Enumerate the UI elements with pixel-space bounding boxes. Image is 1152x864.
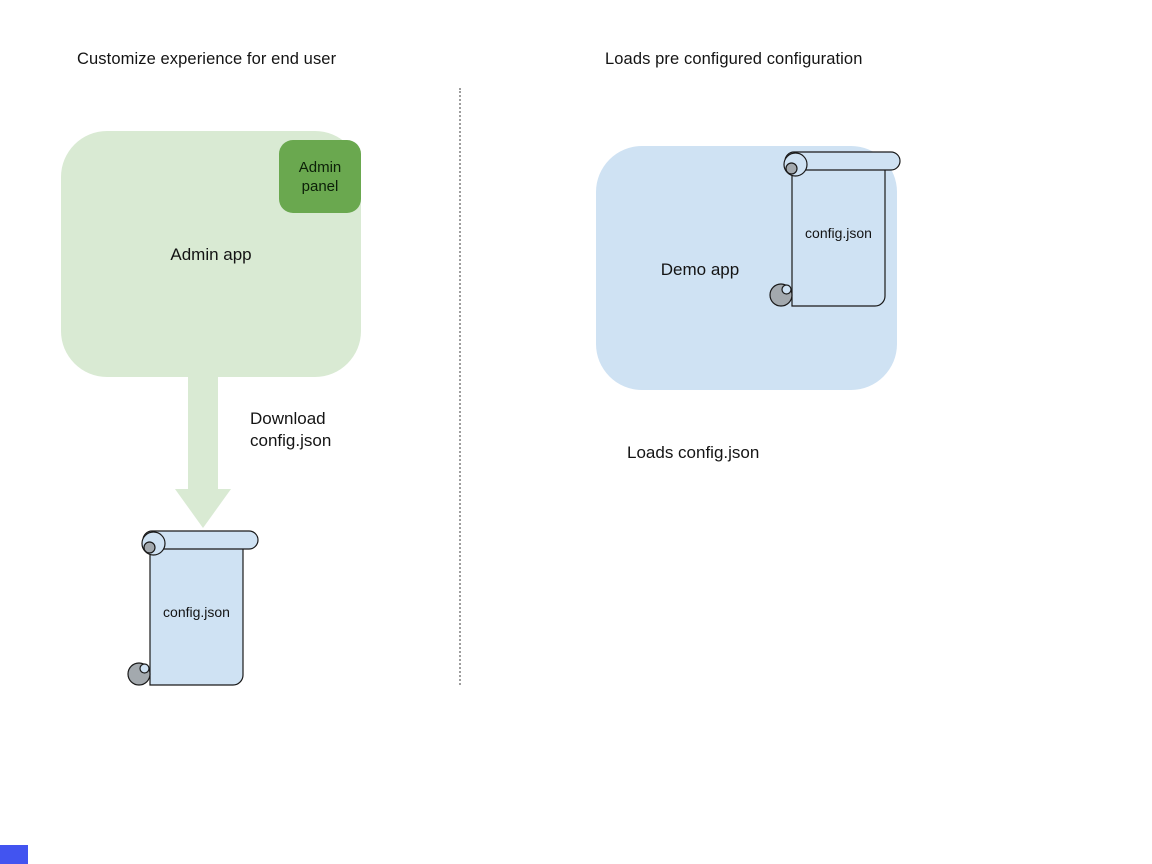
left-section-title: Customize experience for end user: [77, 50, 337, 68]
admin-app-box: Admin panel Admin app: [61, 131, 361, 377]
section-divider: [459, 88, 461, 685]
download-config-label: Download config.json: [250, 408, 331, 452]
config-json-scroll-right: config.json: [764, 147, 904, 311]
download-config-label-line2: config.json: [250, 431, 332, 450]
loads-config-caption: Loads config.json: [627, 443, 760, 462]
config-file-label-right: config.json: [805, 225, 872, 241]
download-arrow-icon: [175, 377, 231, 528]
config-json-scroll-left: config.json: [122, 526, 262, 690]
config-file-label-left: config.json: [163, 604, 230, 620]
admin-app-label: Admin app: [170, 245, 252, 264]
demo-app-label: Demo app: [660, 260, 740, 279]
corner-blue-square: [0, 845, 28, 864]
right-section-title: Loads pre configured configuration: [605, 50, 863, 68]
scroll-shape-icon: [769, 151, 901, 307]
download-config-label-line1: Download: [250, 409, 326, 428]
admin-panel-box: Admin panel: [279, 140, 361, 213]
scroll-shape-icon: [127, 530, 259, 686]
